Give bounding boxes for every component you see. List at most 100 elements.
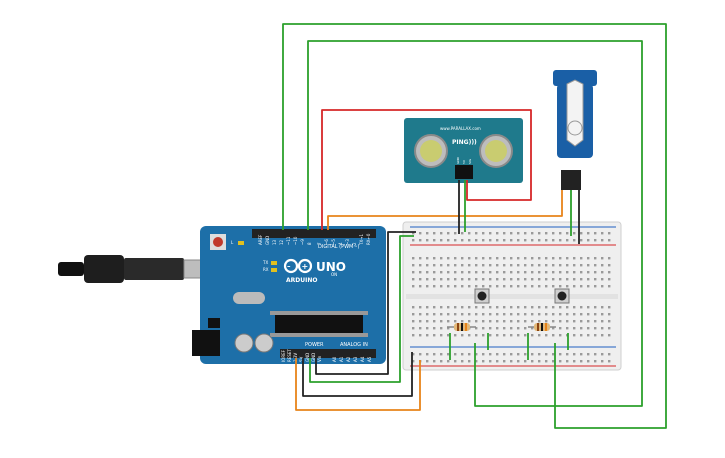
breadboard-hole[interactable] xyxy=(531,239,534,242)
breadboard-hole[interactable] xyxy=(545,278,548,281)
breadboard-hole[interactable] xyxy=(559,334,562,337)
breadboard-hole[interactable] xyxy=(608,327,611,330)
breadboard-hole[interactable] xyxy=(426,360,429,363)
breadboard-hole[interactable] xyxy=(440,334,443,337)
breadboard-hole[interactable] xyxy=(482,257,485,260)
breadboard-hole[interactable] xyxy=(559,285,562,288)
breadboard-hole[interactable] xyxy=(524,327,527,330)
breadboard-hole[interactable] xyxy=(454,320,457,323)
breadboard-hole[interactable] xyxy=(510,285,513,288)
breadboard-hole[interactable] xyxy=(419,306,422,309)
breadboard-hole[interactable] xyxy=(517,232,520,235)
breadboard-hole[interactable] xyxy=(573,353,576,356)
breadboard-hole[interactable] xyxy=(440,232,443,235)
breadboard-hole[interactable] xyxy=(447,320,450,323)
breadboard-hole[interactable] xyxy=(545,360,548,363)
breadboard-hole[interactable] xyxy=(433,271,436,274)
breadboard-hole[interactable] xyxy=(566,271,569,274)
breadboard-hole[interactable] xyxy=(552,306,555,309)
breadboard-hole[interactable] xyxy=(517,264,520,267)
breadboard-hole[interactable] xyxy=(531,264,534,267)
breadboard-hole[interactable] xyxy=(503,334,506,337)
breadboard-hole[interactable] xyxy=(468,232,471,235)
breadboard-hole[interactable] xyxy=(503,320,506,323)
breadboard-hole[interactable] xyxy=(587,285,590,288)
breadboard-hole[interactable] xyxy=(503,264,506,267)
breadboard-hole[interactable] xyxy=(489,271,492,274)
breadboard-hole[interactable] xyxy=(573,285,576,288)
breadboard-hole[interactable] xyxy=(545,271,548,274)
breadboard-hole[interactable] xyxy=(552,278,555,281)
breadboard-hole[interactable] xyxy=(601,353,604,356)
breadboard-hole[interactable] xyxy=(412,353,415,356)
breadboard-hole[interactable] xyxy=(587,257,590,260)
breadboard-hole[interactable] xyxy=(510,232,513,235)
breadboard-hole[interactable] xyxy=(482,353,485,356)
usb-cable[interactable] xyxy=(58,255,207,283)
breadboard-hole[interactable] xyxy=(440,353,443,356)
breadboard-hole[interactable] xyxy=(482,285,485,288)
breadboard-hole[interactable] xyxy=(524,353,527,356)
breadboard-hole[interactable] xyxy=(594,334,597,337)
breadboard-hole[interactable] xyxy=(440,320,443,323)
breadboard-hole[interactable] xyxy=(475,353,478,356)
breadboard-hole[interactable] xyxy=(433,264,436,267)
breadboard-hole[interactable] xyxy=(587,306,590,309)
breadboard-hole[interactable] xyxy=(594,313,597,316)
resistor-1[interactable] xyxy=(447,323,476,331)
breadboard-hole[interactable] xyxy=(545,257,548,260)
breadboard-hole[interactable] xyxy=(419,257,422,260)
breadboard-hole[interactable] xyxy=(531,327,534,330)
breadboard-hole[interactable] xyxy=(468,278,471,281)
breadboard-hole[interactable] xyxy=(545,334,548,337)
breadboard-hole[interactable] xyxy=(454,264,457,267)
breadboard-hole[interactable] xyxy=(608,353,611,356)
breadboard-hole[interactable] xyxy=(454,257,457,260)
breadboard-hole[interactable] xyxy=(538,271,541,274)
wire-black-d[interactable] xyxy=(315,231,416,375)
breadboard-hole[interactable] xyxy=(426,353,429,356)
breadboard-hole[interactable] xyxy=(475,360,478,363)
breadboard-hole[interactable] xyxy=(475,239,478,242)
breadboard-hole[interactable] xyxy=(601,239,604,242)
reset-button-cap[interactable] xyxy=(213,237,223,247)
breadboard-hole[interactable] xyxy=(461,306,464,309)
breadboard-hole[interactable] xyxy=(454,353,457,356)
breadboard-hole[interactable] xyxy=(496,360,499,363)
breadboard-hole[interactable] xyxy=(517,306,520,309)
breadboard-hole[interactable] xyxy=(545,353,548,356)
breadboard-hole[interactable] xyxy=(496,306,499,309)
breadboard-hole[interactable] xyxy=(447,353,450,356)
breadboard-hole[interactable] xyxy=(475,327,478,330)
breadboard-hole[interactable] xyxy=(608,264,611,267)
breadboard-hole[interactable] xyxy=(545,264,548,267)
breadboard-hole[interactable] xyxy=(594,306,597,309)
breadboard-hole[interactable] xyxy=(524,239,527,242)
breadboard-hole[interactable] xyxy=(601,334,604,337)
breadboard-hole[interactable] xyxy=(566,285,569,288)
breadboard-hole[interactable] xyxy=(447,285,450,288)
breadboard-hole[interactable] xyxy=(608,278,611,281)
breadboard-hole[interactable] xyxy=(475,264,478,267)
breadboard-hole[interactable] xyxy=(545,306,548,309)
breadboard-hole[interactable] xyxy=(489,360,492,363)
breadboard-hole[interactable] xyxy=(503,360,506,363)
breadboard-hole[interactable] xyxy=(433,360,436,363)
breadboard-hole[interactable] xyxy=(552,353,555,356)
breadboard-hole[interactable] xyxy=(573,360,576,363)
breadboard-hole[interactable] xyxy=(573,278,576,281)
push-button-2[interactable] xyxy=(554,288,570,304)
breadboard-hole[interactable] xyxy=(608,271,611,274)
breadboard-hole[interactable] xyxy=(566,360,569,363)
breadboard-hole[interactable] xyxy=(601,313,604,316)
breadboard-hole[interactable] xyxy=(433,239,436,242)
breadboard-hole[interactable] xyxy=(580,264,583,267)
breadboard-hole[interactable] xyxy=(475,285,478,288)
breadboard-hole[interactable] xyxy=(510,353,513,356)
breadboard-hole[interactable] xyxy=(461,360,464,363)
breadboard-hole[interactable] xyxy=(552,239,555,242)
breadboard-hole[interactable] xyxy=(454,278,457,281)
breadboard-hole[interactable] xyxy=(489,334,492,337)
breadboard-hole[interactable] xyxy=(482,360,485,363)
